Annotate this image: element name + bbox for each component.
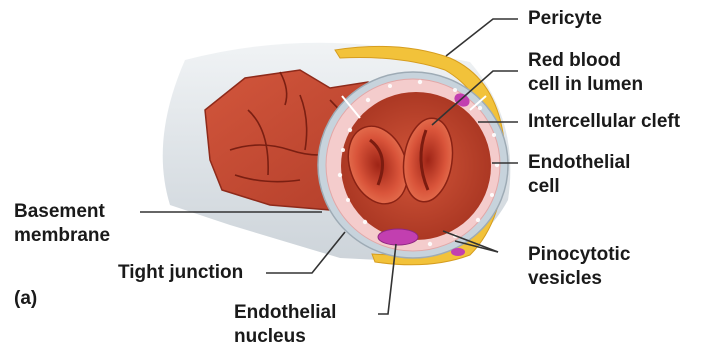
label-basement-membrane-line1: Basement	[14, 201, 105, 223]
label-endothelial-cell-line1: Endothelial	[528, 152, 630, 174]
pericyte-leader	[446, 19, 518, 56]
label-red-blood-cell-line2: cell in lumen	[528, 74, 643, 96]
label-endothelial-cell-line2: cell	[528, 176, 560, 198]
label-intercellular-cleft: Intercellular cleft	[528, 111, 680, 133]
small-pericyte-nucleus	[451, 248, 465, 256]
label-pericyte: Pericyte	[528, 8, 602, 30]
label-red-blood-cell-line1: Red blood	[528, 50, 621, 72]
label-pinocytotic-line2: vesicles	[528, 268, 602, 290]
endothelial-nucleus	[378, 229, 418, 245]
figure-tag: (a)	[14, 288, 37, 310]
label-endothelial-nucleus-line1: Endothelial	[234, 302, 336, 324]
label-pinocytotic-line1: Pinocytotic	[528, 244, 630, 266]
label-endothelial-nucleus-line2: nucleus	[234, 326, 306, 348]
label-basement-membrane-line2: membrane	[14, 225, 110, 247]
label-tight-junction: Tight junction	[118, 262, 243, 284]
